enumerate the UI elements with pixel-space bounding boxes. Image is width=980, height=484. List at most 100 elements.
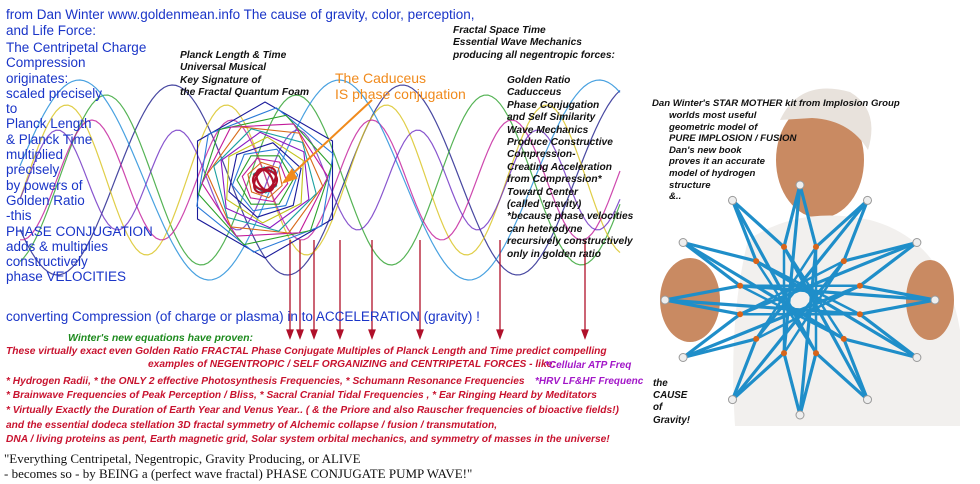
star-strut — [682, 240, 757, 263]
purple-hrv: *HRV LF&HF Frequenc — [535, 376, 644, 387]
wave-line — [19, 84, 621, 276]
right-list-item: (called 'gravity) — [507, 199, 582, 211]
fractal-label: Fractal Space Time Essential Wave Mechan… — [453, 25, 615, 62]
photo-caption-line: Gravity! — [653, 414, 691, 426]
quote: "Everything Centripetal, Negentropic, Gr… — [4, 451, 473, 481]
photo-caption-line: proves it an accurate — [669, 156, 765, 168]
right-list-item: Phase Conjugation — [507, 99, 600, 111]
hexagon-ring — [228, 142, 302, 218]
left-line: by powers of — [6, 177, 83, 193]
planck-line: Universal Musical — [180, 62, 267, 74]
star-node — [737, 311, 744, 318]
star-strut — [755, 260, 818, 354]
quote-line: "Everything Centripetal, Negentropic, Gr… — [4, 451, 361, 466]
star-node — [856, 311, 863, 318]
star-node — [813, 350, 819, 357]
red-line-1: These virtually exact even Golden Ratio … — [6, 346, 607, 357]
star-strut — [782, 260, 845, 354]
photo-caption-line: &.. — [669, 191, 682, 203]
photo-caption-line: CAUSE — [653, 390, 688, 402]
left-line: to — [6, 101, 18, 117]
orange-arrow-icon — [281, 99, 373, 184]
star-strut — [682, 337, 757, 360]
left-line: Planck Length — [6, 116, 92, 132]
hexagon-ring — [197, 114, 333, 246]
star-node — [840, 335, 847, 342]
photo-caption-line: Dan's new book — [669, 144, 742, 156]
red-line-2: examples of NEGENTROPIC / SELF ORGANIZIN… — [148, 359, 556, 370]
star-node — [678, 238, 688, 247]
right-list-item: Toward Center — [507, 186, 578, 198]
star-node — [856, 282, 863, 289]
arrow-head — [296, 329, 304, 340]
right-list-item: Wave Mechanics — [507, 124, 589, 136]
star-strut — [798, 184, 818, 248]
arrow-head — [581, 329, 589, 340]
planck-label: Planck Length & Time Universal Musical K… — [180, 50, 309, 100]
star-strut — [739, 284, 845, 341]
photo-caption-line: model of hydrogen — [669, 167, 756, 179]
hexagon-ring — [241, 157, 289, 203]
star-strut — [858, 241, 918, 288]
hexagon-ring — [201, 123, 329, 237]
quote-line: - becomes so - by BEING a (perfect wave … — [4, 465, 473, 481]
wave-line — [19, 104, 621, 256]
star-node — [753, 335, 760, 342]
star-strut — [731, 260, 846, 401]
hexagon-ring — [226, 136, 304, 224]
right-list-item: from Compression* — [507, 174, 602, 186]
star-strut — [754, 199, 869, 340]
star-strut — [782, 184, 802, 248]
star-strut — [842, 199, 869, 262]
planck-line: the Fractal Quantum Foam — [180, 87, 310, 99]
left-line: adds & multiplies — [6, 238, 109, 254]
right-list-item: and Self Similarity — [507, 112, 596, 124]
right-list-item: Compression- — [507, 149, 576, 161]
star-strut — [682, 312, 742, 359]
right-list-item: can heterodyne — [507, 223, 583, 235]
red-line-4: * Brainwave Frequencies of Peak Percepti… — [6, 390, 597, 401]
red-down-arrows — [286, 240, 589, 340]
star-node — [728, 195, 737, 205]
star-node — [678, 353, 688, 362]
planck-line: Key Signature of — [180, 74, 261, 86]
arrow-head — [286, 329, 294, 340]
right-list-item: recursively constructively — [507, 236, 633, 248]
star-mother-photo — [640, 86, 980, 426]
star-node — [863, 195, 872, 205]
star-strut — [739, 259, 845, 316]
hexagon-ring — [236, 155, 294, 205]
star-node — [795, 180, 805, 190]
star-strut — [731, 199, 818, 354]
star-strut — [843, 337, 918, 360]
caduceus-line: IS phase conjugation — [335, 86, 466, 102]
hexagon-ring — [220, 131, 310, 229]
star-node — [660, 295, 670, 305]
star-node — [781, 243, 787, 250]
left-line: originates: — [6, 70, 69, 86]
star-node — [728, 395, 737, 405]
photo-caption-line: geometric model of — [669, 121, 758, 133]
photo-caption-bottom: the CAUSE of Gravity! — [653, 378, 690, 427]
star-node — [795, 410, 805, 420]
hexagon-ring — [196, 101, 334, 259]
star-strut — [755, 284, 861, 341]
right-list-item: Caducceus — [507, 87, 562, 99]
hexagon-fractal — [196, 101, 334, 259]
star-strut — [782, 246, 845, 340]
star-strut — [731, 338, 758, 401]
wave-line — [19, 119, 621, 241]
purple-atp: *Cellular ATP Freq — [545, 360, 632, 371]
star-strut — [755, 259, 861, 316]
left-line: The Centripetal Charge — [6, 40, 147, 55]
photo-caption-line: Dan Winter's STAR MOTHER kit from Implos… — [652, 98, 900, 109]
person-arm-left — [660, 258, 720, 342]
right-list-item: only in golden ratio — [507, 248, 601, 260]
star-strut — [782, 184, 802, 354]
caduceus-line: The Caduceus — [335, 70, 427, 86]
left-line: precisely — [6, 162, 60, 178]
caduceus-label: The Caduceus IS phase conjugation — [335, 70, 466, 102]
left-line: scaled precisely — [6, 85, 103, 101]
red-line-6: and the essential dodeca stellation 3D f… — [6, 420, 498, 431]
